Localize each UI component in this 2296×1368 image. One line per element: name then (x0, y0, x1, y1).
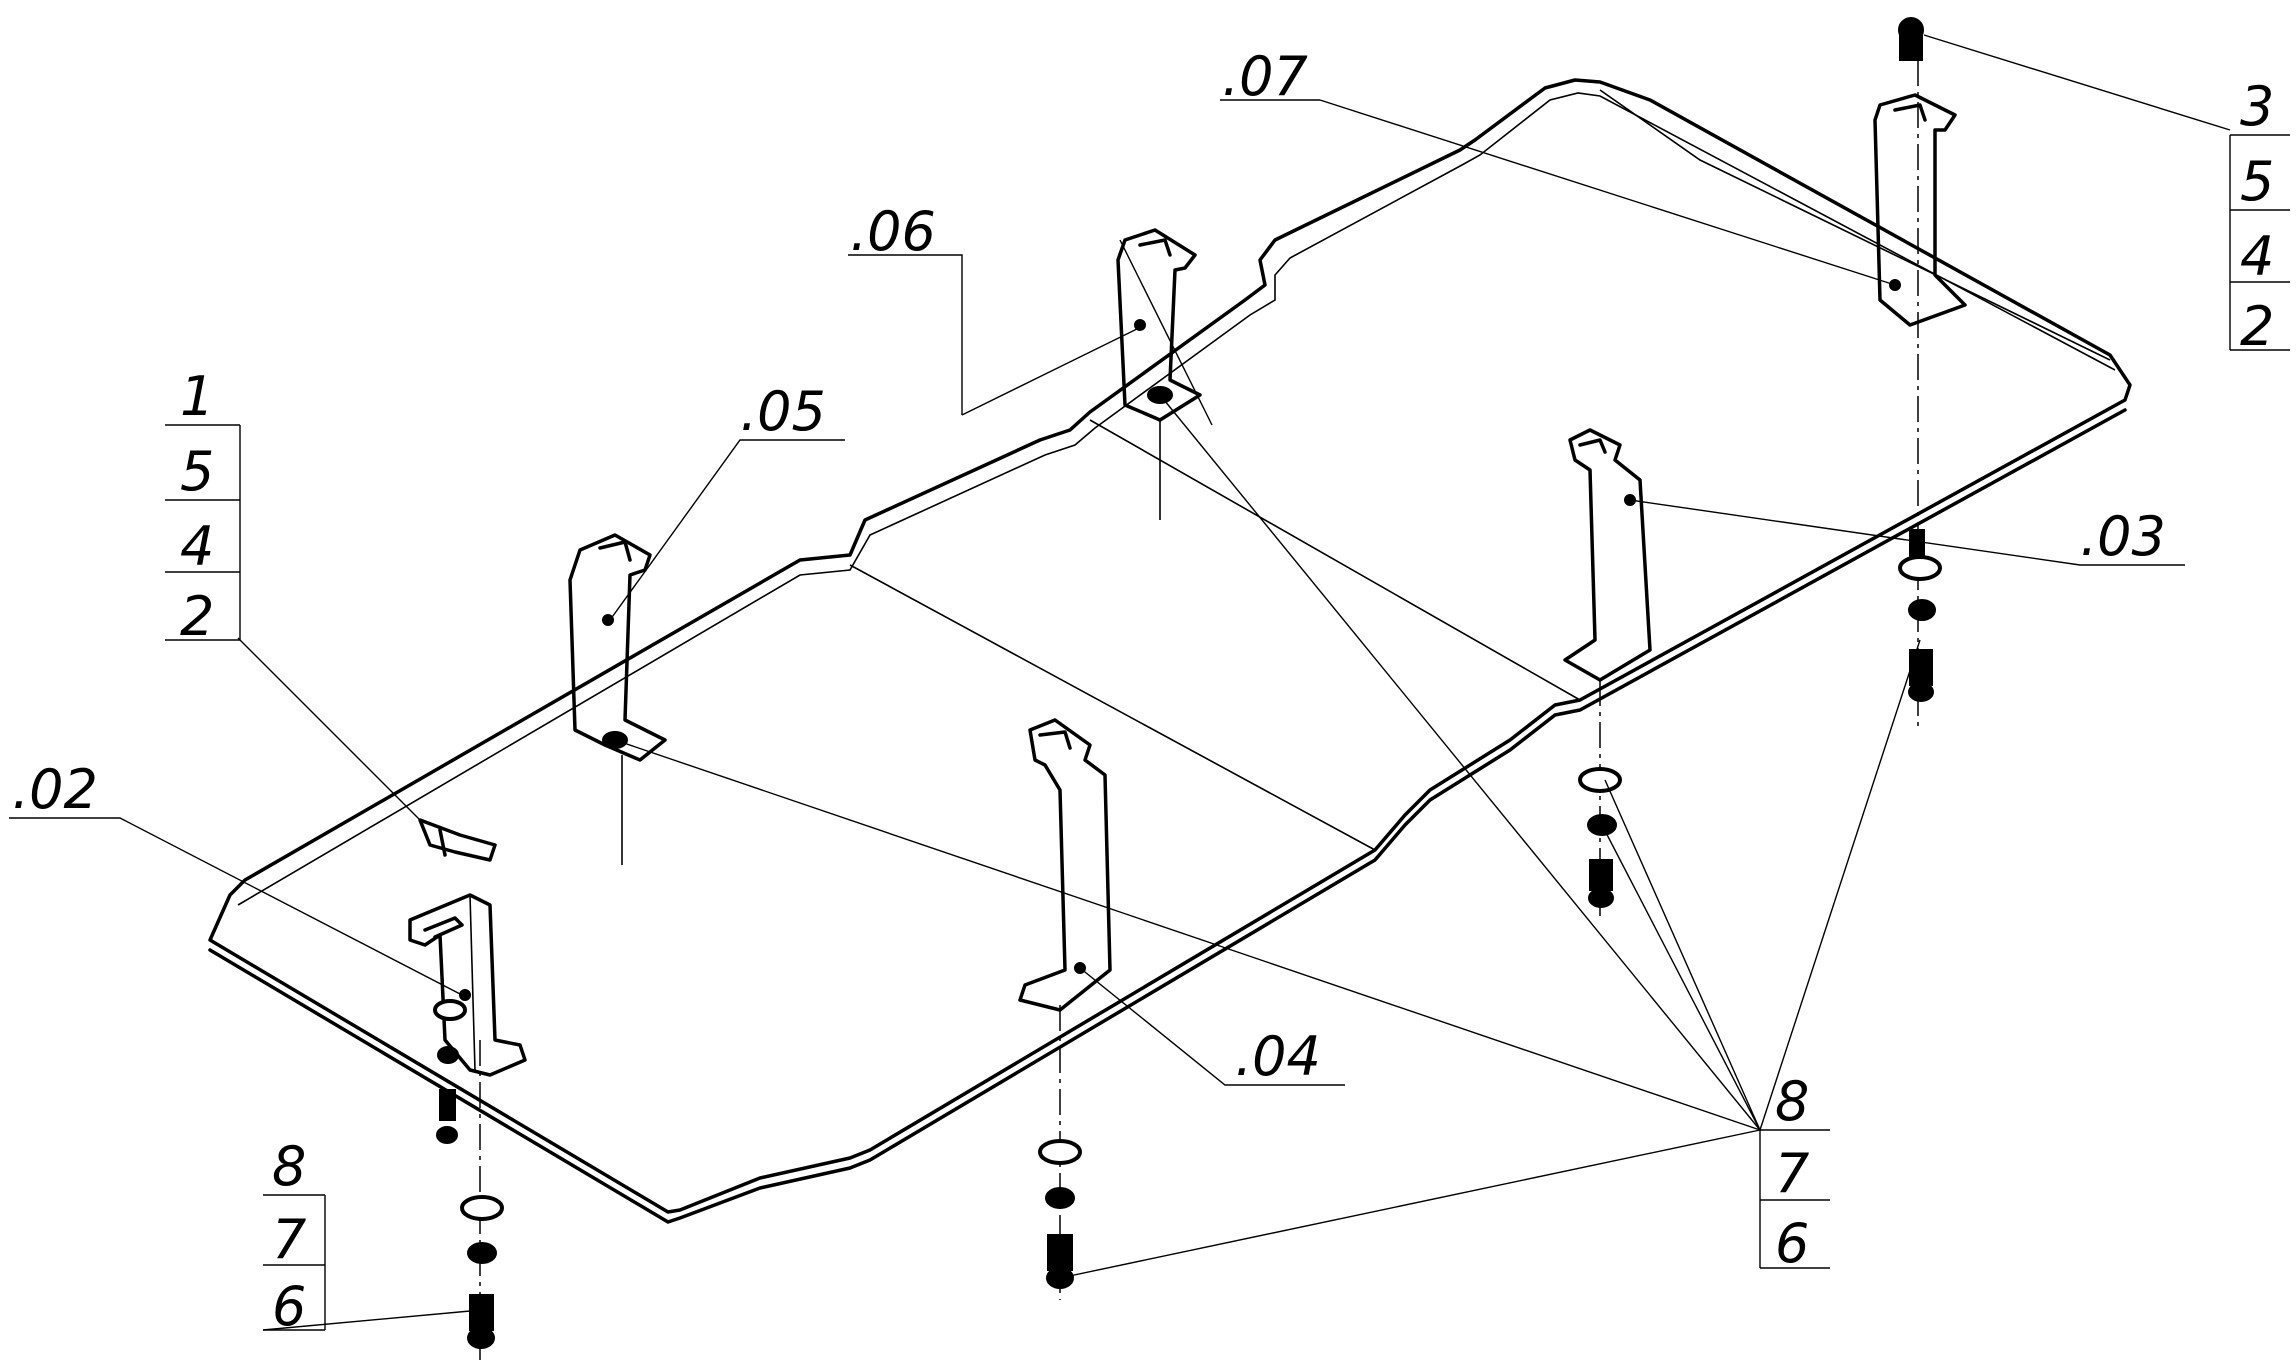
axis-05-06 (621, 420, 1161, 865)
stack-left-top: 1 5 4 2 (165, 365, 241, 648)
stack-left-bottom-item-0: 8 (272, 1135, 306, 1198)
callout-05-label: .05 (740, 380, 826, 443)
bracket-06 (1116, 228, 1202, 422)
stack-left-top-item-0: 1 (180, 365, 214, 428)
plate-outline (208, 78, 2132, 1214)
callout-05: .05 (740, 380, 826, 443)
hardware-stack-07 (1898, 17, 1942, 730)
stack-left-bottom-item-1: 7 (272, 1208, 306, 1271)
stack-right-bottom-item-2: 6 (1775, 1212, 1809, 1275)
plate-fold-line-a (849, 564, 1376, 851)
callout-06: .06 (848, 200, 963, 415)
stack-right-bottom-item-1: 7 (1775, 1142, 1809, 1205)
bracket-04 (1018, 718, 1112, 1012)
stack-right-top: 3 5 4 2 (2229, 75, 2290, 358)
stack-left-top-item-2: 4 (180, 515, 214, 578)
stack-left-top-item-3: 2 (180, 585, 214, 648)
plate-fold-line-c (1599, 89, 2111, 361)
callout-04: .04 (1235, 1025, 1321, 1088)
callout-04-label: .04 (1235, 1025, 1321, 1088)
bracket-07 (1873, 93, 1967, 327)
plate-inner-bend-line (237, 92, 2116, 906)
stack-left-bottom-item-2: 6 (272, 1275, 306, 1338)
bracket-03 (1563, 428, 1652, 682)
hardware-stack-04 (1038, 1005, 1082, 1300)
callout-07: .07 (1220, 45, 1320, 108)
skid-plate (208, 78, 2132, 1224)
callout-07-label: .07 (1222, 45, 1308, 108)
stack-left-top-item-1: 5 (180, 440, 214, 503)
leader-lines (9, 34, 2231, 1331)
stack-left-bottom: 8 7 6 (263, 1135, 326, 1338)
callout-03-label: .03 (2080, 505, 2166, 568)
plate-bottom-edge (208, 408, 2127, 1224)
bracket-05 (568, 533, 667, 762)
hardware-stack-02 (433, 999, 504, 1360)
stack-right-top-item-0: 3 (2240, 75, 2274, 138)
stack-right-top-item-2: 4 (2240, 225, 2274, 288)
stack-right-bottom-item-0: 8 (1775, 1070, 1809, 1133)
callout-02: .02 (12, 758, 98, 821)
stack-right-bottom: 8 7 6 (1759, 1070, 1830, 1275)
bracket-02-small (418, 818, 497, 862)
stack-right-top-item-1: 5 (2240, 150, 2274, 213)
stack-right-top-item-3: 2 (2240, 295, 2274, 358)
plate-fold-line-b (1089, 419, 1581, 701)
callout-02-label: .02 (12, 758, 98, 821)
callout-06-label: .06 (850, 200, 936, 263)
bracket-02 (408, 893, 527, 1077)
callout-03: .03 (2080, 505, 2166, 568)
